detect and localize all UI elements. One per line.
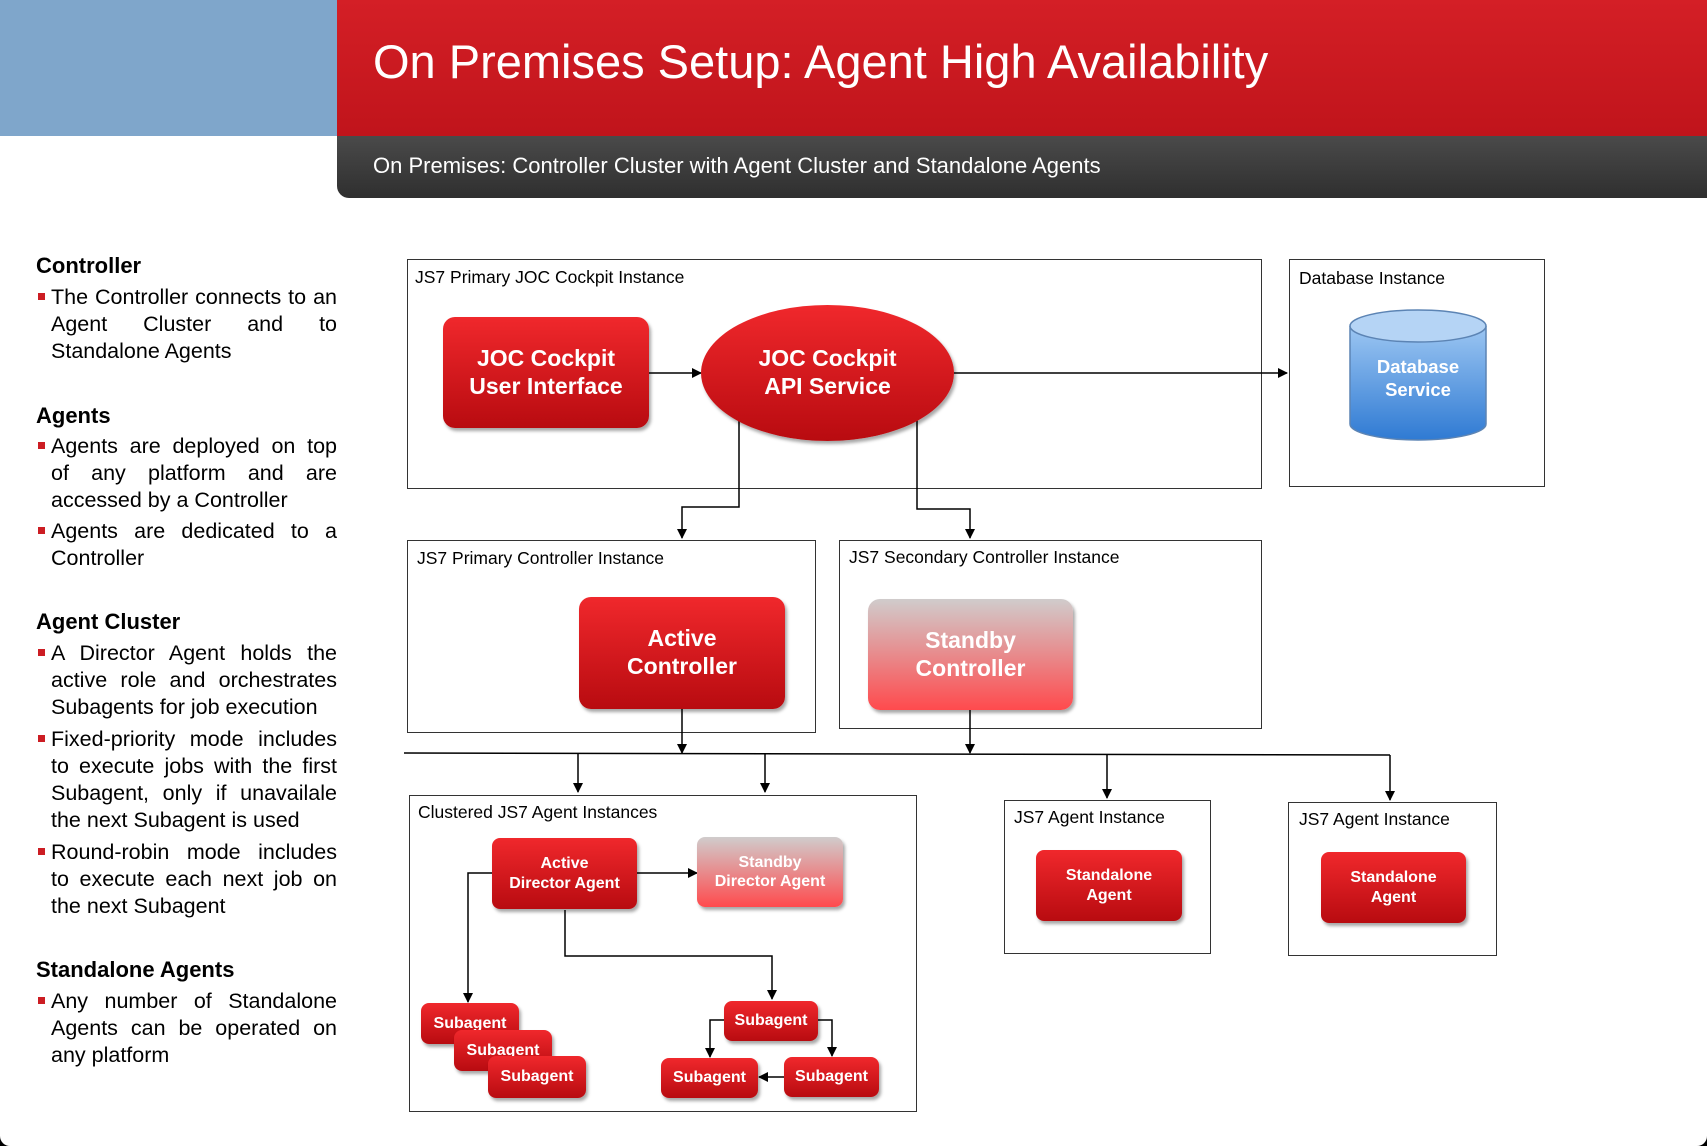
bullet-item: Fixed-priority mode includes to execute …	[38, 727, 337, 832]
standby-controller-line1: Standby	[925, 626, 1016, 653]
bullet-item: Round-robin mode includes to execute eac…	[38, 840, 337, 918]
subagent-box: Subagent	[661, 1058, 758, 1098]
standalone-2-line1: Standalone	[1350, 869, 1437, 887]
agent-cluster-label: Clustered JS7 Agent Instances	[418, 802, 658, 822]
subagent-box: Subagent	[784, 1057, 879, 1097]
joc-instance-label: JS7 Primary JOC Cockpit Instance	[415, 267, 685, 287]
standby-director-line1: Standby	[738, 853, 802, 871]
database-cylinder-icon	[1349, 309, 1487, 441]
database-service-label: Database Service	[1349, 355, 1487, 401]
active-director-line1: Active	[540, 855, 589, 873]
header-band	[337, 0, 1707, 136]
agent-instance-2-label: JS7 Agent Instance	[1299, 809, 1450, 829]
section-heading-agent-cluster: Agent Cluster	[36, 609, 181, 634]
section-heading-standalone-agents: Standalone Agents	[36, 957, 235, 982]
secondary-controller-label: JS7 Secondary Controller Instance	[849, 547, 1120, 567]
standby-controller-line2: Controller	[915, 654, 1026, 681]
standby-director-line2: Director Agent	[714, 873, 826, 890]
bullet-item: A Director Agent holds the active role a…	[38, 641, 337, 719]
bullet-item: Agents are deployed on top of any platfo…	[38, 434, 337, 512]
joc-ui-line1: JOC Cockpit	[476, 344, 615, 371]
section-heading-agents: Agents	[36, 403, 111, 428]
page-subtitle: On Premises: Controller Cluster with Age…	[373, 153, 1101, 178]
subagent-label: Subagent	[433, 1014, 507, 1032]
subagent-box: Subagent	[488, 1056, 586, 1098]
subagent-label: Subagent	[500, 1068, 574, 1086]
bullet-item: Agents are dedicated to a Controller	[38, 519, 337, 570]
subtitle-bar	[337, 136, 1707, 198]
subagent-label: Subagent	[466, 1041, 540, 1059]
active-controller-line2: Controller	[627, 653, 737, 679]
bullet-item: Any number of Standalone Agents can be o…	[38, 989, 337, 1067]
subagent-label: Subagent	[795, 1068, 868, 1086]
database-instance-label: Database Instance	[1299, 268, 1445, 288]
active-director-line2: Director Agent	[509, 874, 620, 892]
subagent-label: Subagent	[734, 1012, 808, 1030]
joc-api-line1: JOC Cockpit	[758, 345, 897, 372]
bullet-item: The Controller connects to an Agent Clus…	[38, 285, 337, 363]
subagent-box: Subagent	[724, 1001, 818, 1041]
active-controller-line1: Active	[647, 625, 717, 652]
joc-ui-line2: User Interface	[469, 372, 623, 399]
standalone-2-line2: Agent	[1370, 888, 1417, 906]
standalone-1-line2: Agent	[1086, 886, 1132, 904]
section-heading-controller: Controller	[36, 253, 142, 278]
db-line1: Database	[1376, 356, 1460, 377]
standalone-1-line1: Standalone	[1065, 867, 1153, 885]
db-line2: Service	[1385, 379, 1451, 401]
page-title: On Premises Setup: Agent High Availabili…	[373, 35, 1269, 88]
joc-api-line2: API Service	[764, 373, 891, 399]
agent-instance-1-label: JS7 Agent Instance	[1014, 807, 1165, 827]
header-accent-block	[0, 0, 337, 136]
subagent-label: Subagent	[673, 1069, 746, 1087]
primary-controller-label: JS7 Primary Controller Instance	[417, 548, 665, 568]
